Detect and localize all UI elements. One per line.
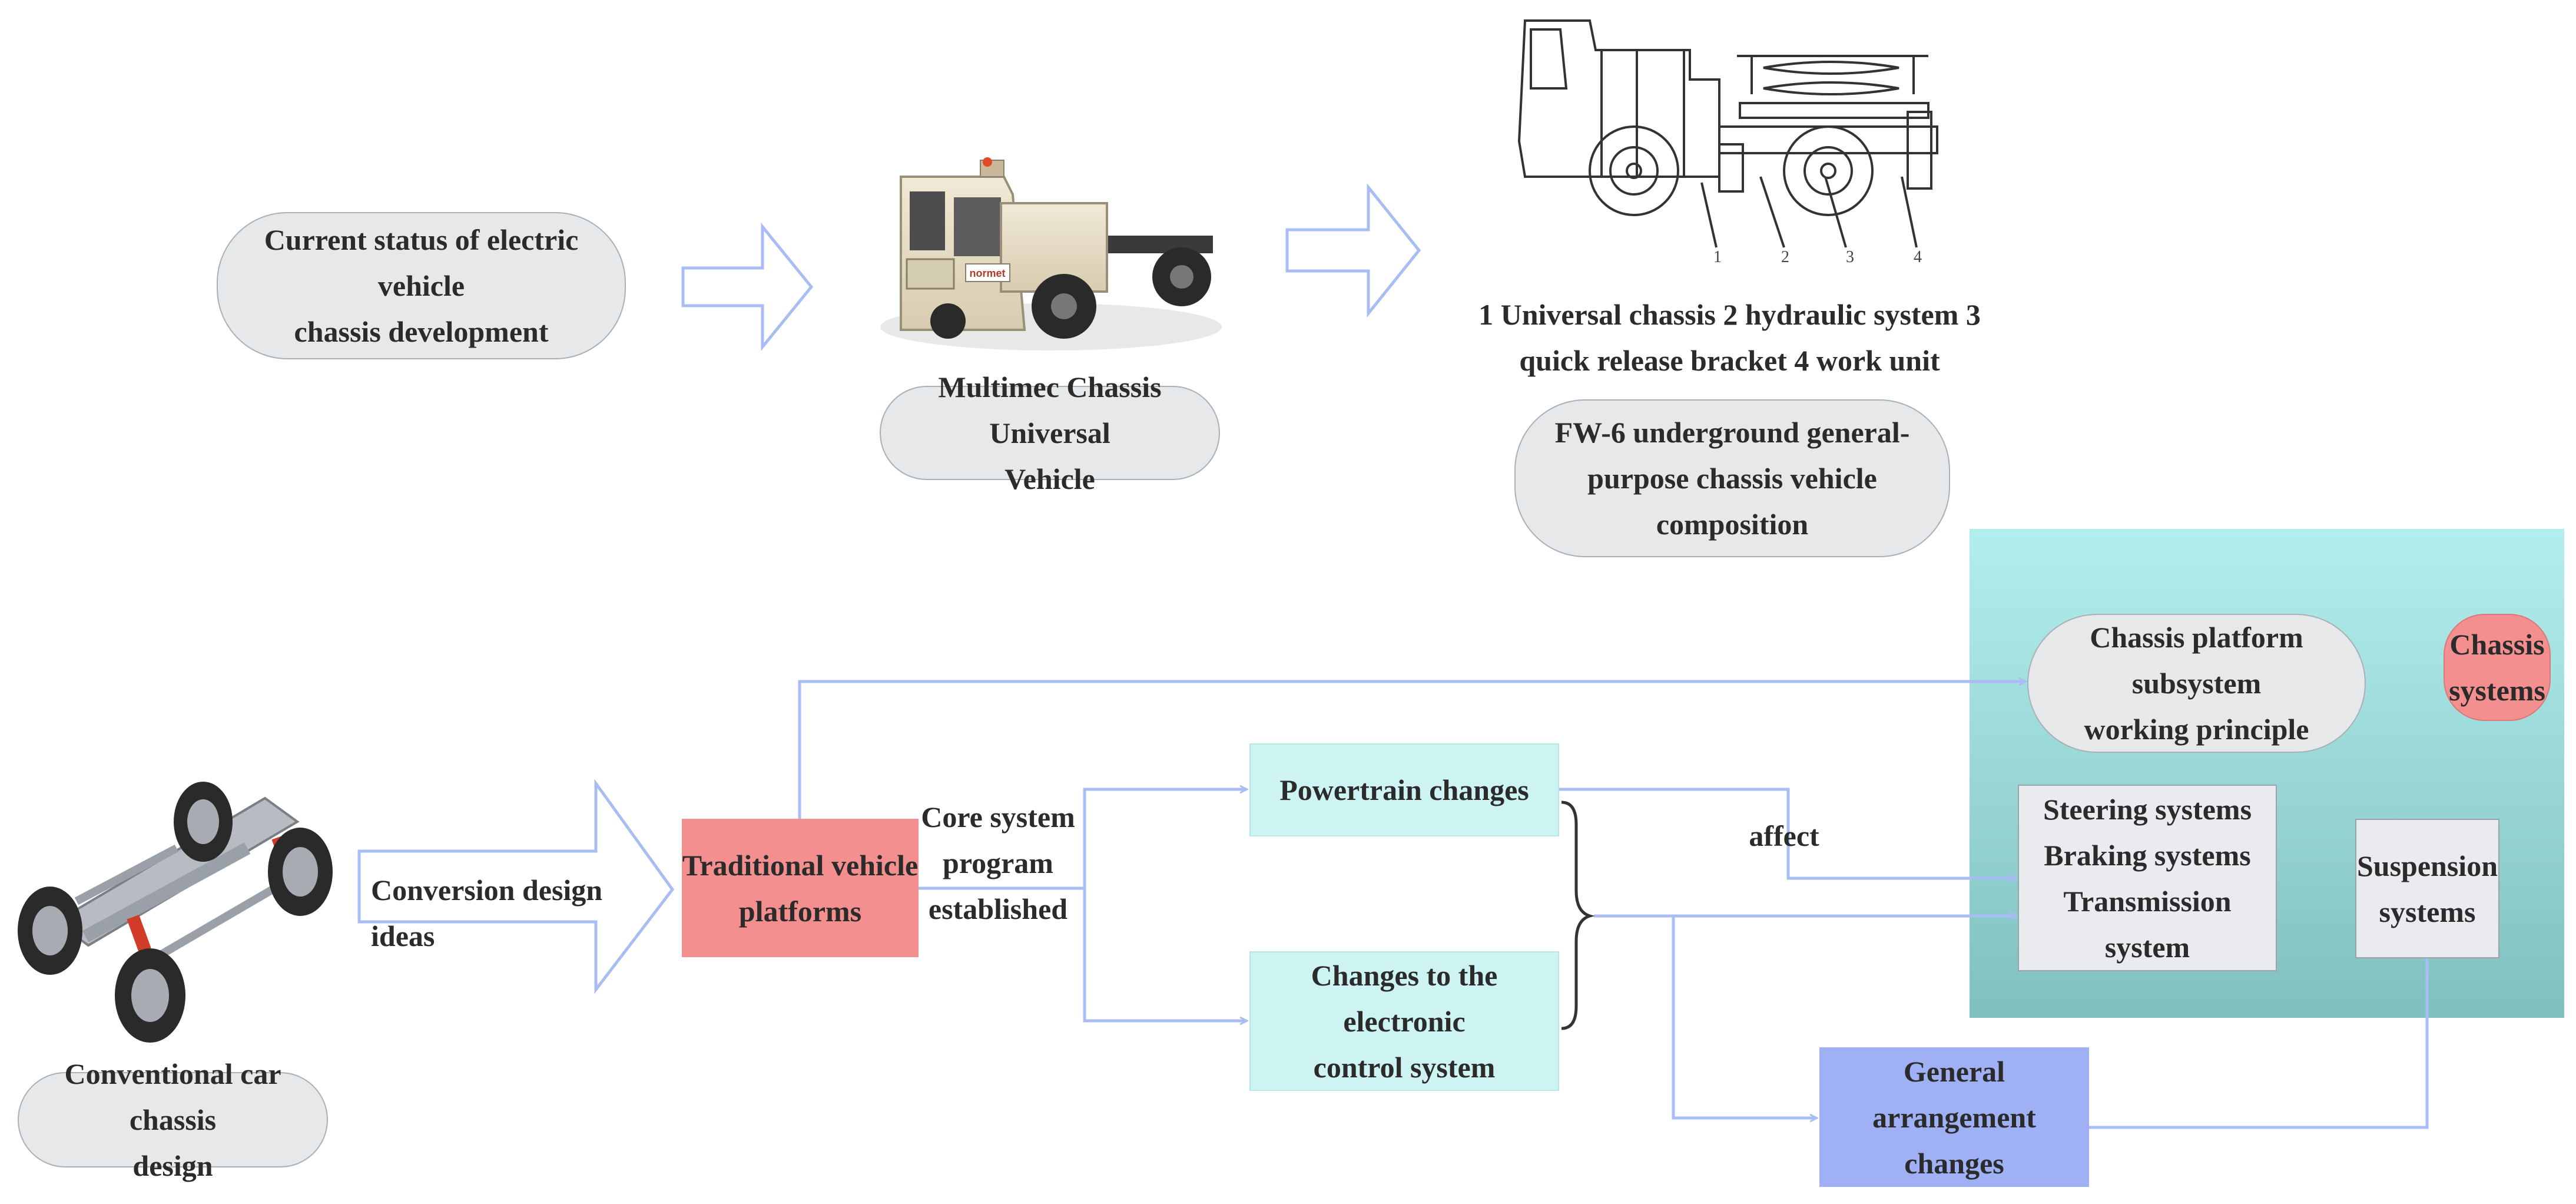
multimec-line-1: Multimec Chassis Universal <box>938 371 1162 449</box>
conversion-arrow <box>357 779 675 994</box>
fw6-box-line-2: purpose chassis vehicle composition <box>1587 462 1877 541</box>
car-chassis-image <box>18 782 333 1043</box>
chassis-systems-tag: Chassis systems <box>2444 614 2551 721</box>
suspension-line-1: Suspension <box>2356 849 2498 882</box>
fw6-line-drawing <box>1517 19 1938 248</box>
fw6-part-numbers: 1 2 3 4 <box>1713 248 1922 266</box>
powertrain-label: Powertrain changes <box>1279 773 1529 806</box>
conversion-design-label: Conversion design ideas <box>371 874 603 952</box>
fw6-box-line-1: FW-6 underground general- <box>1554 416 1910 449</box>
multimec-line-2: Vehicle <box>1004 462 1095 495</box>
electronic-control-box: Changes to the electronic control system <box>1249 951 1559 1091</box>
transmission-label: Transmission system <box>2063 884 2232 964</box>
electronic-line-2: control system <box>1313 1050 1496 1084</box>
connector-affect <box>1559 788 2016 878</box>
multimec-truck-image: normet <box>880 157 1222 350</box>
general-line-1: General arrangement <box>1872 1054 2036 1134</box>
powertrain-changes-box: Powertrain changes <box>1249 743 1559 836</box>
subsystem-line-2: working principle <box>2084 713 2309 746</box>
connector-to-general <box>1672 916 1816 1118</box>
core-line-3: established <box>928 892 1068 925</box>
fw6-composition-box: FW-6 underground general-purpose chassis… <box>1514 399 1950 557</box>
core-line-1: Core system <box>921 801 1075 833</box>
part-number-1: 1 <box>1713 248 1722 266</box>
connector-general-to-suspension <box>2089 958 2429 1129</box>
fw6-caption-line-1: 1 Universal chassis 2 hydraulic system 3 <box>1478 298 1981 331</box>
core-line-2: program <box>943 846 1053 879</box>
svg-text:normet: normet <box>969 267 1005 279</box>
connector-to-powertrain <box>1083 789 1246 888</box>
connector-platform-to-subsystem <box>798 682 2025 819</box>
general-arrangement-box: General arrangement changes <box>1819 1047 2089 1187</box>
connector-to-electronic <box>1083 888 1246 1021</box>
electronic-line-1: Changes to the electronic <box>1311 958 1498 1038</box>
traditional-line-1: Traditional vehicle <box>682 848 919 882</box>
fw6-caption-line-2: quick release bracket 4 work unit <box>1519 344 1940 377</box>
conventional-line-1: Conventional car chassis <box>64 1057 281 1136</box>
braking-label: Braking systems <box>2044 838 2251 872</box>
general-line-2: changes <box>1904 1146 2004 1180</box>
hollow-arrow-1 <box>681 222 814 352</box>
part-number-4: 4 <box>1914 248 1922 266</box>
subsystem-principle-box: Chassis platform subsystem working princi… <box>2027 614 2366 753</box>
conventional-line-2: design <box>132 1149 213 1182</box>
curly-brace <box>1561 801 1595 1030</box>
ev-chassis-status-box: Current status of electric vehicle chassi… <box>217 212 626 359</box>
steering-label: Steering systems <box>2043 792 2252 826</box>
core-system-label: Core system program established <box>919 794 1078 932</box>
suspension-systems-box: Suspension systems <box>2355 819 2499 958</box>
subsystem-line-1: Chassis platform subsystem <box>2090 621 2303 700</box>
chassis-tag-line-2: systems <box>2449 674 2545 707</box>
part-number-2: 2 <box>1781 248 1789 266</box>
traditional-line-2: platforms <box>738 894 862 928</box>
affect-label: affect <box>1749 819 1819 852</box>
chassis-tag-line-1: Chassis <box>2449 628 2545 661</box>
hollow-arrow-2 <box>1285 183 1421 318</box>
status-line-2: chassis development <box>294 315 549 348</box>
part-number-3: 3 <box>1846 248 1854 266</box>
status-line-1: Current status of electric vehicle <box>264 223 579 302</box>
conventional-chassis-label-box: Conventional car chassis design <box>18 1057 328 1182</box>
traditional-platforms-box: Traditional vehicle platforms <box>682 819 919 957</box>
fw6-parts-caption: 1 Universal chassis 2 hydraulic system 3… <box>1446 292 2014 383</box>
suspension-line-2: systems <box>2379 895 2476 928</box>
